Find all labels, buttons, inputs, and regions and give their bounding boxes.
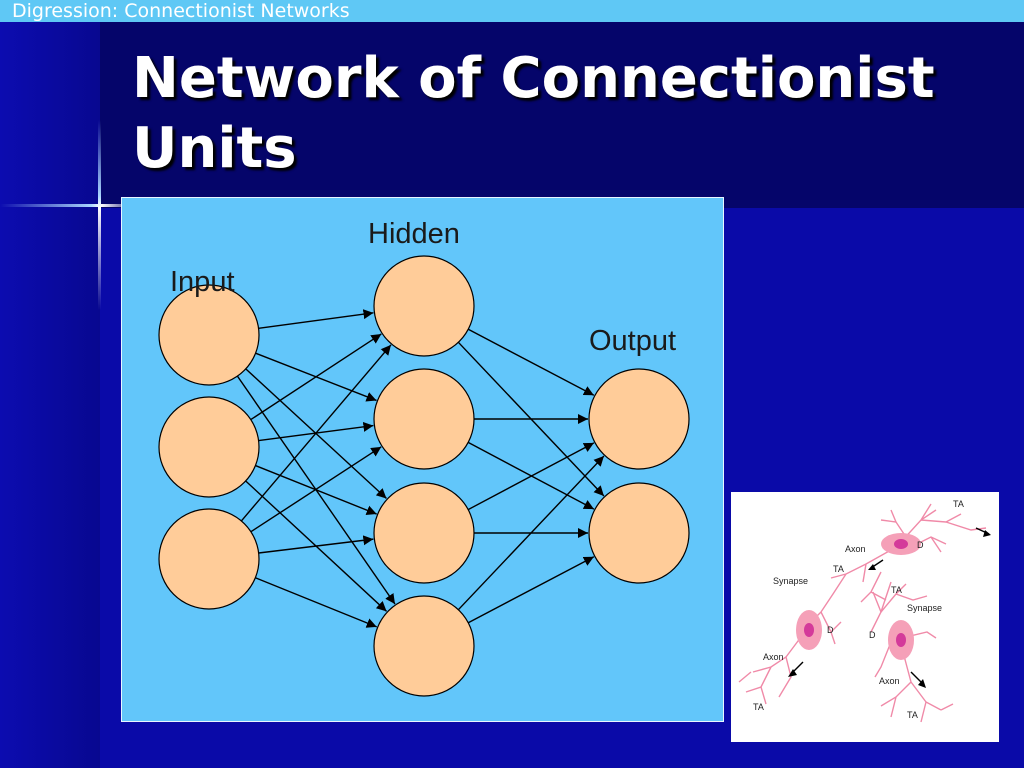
neuron-label-axon-right: Axon	[879, 676, 900, 686]
slide-title: Network of Connectionist Units	[132, 44, 992, 184]
hidden-layer-label: Hidden	[368, 218, 460, 250]
neuron-svg: TA D Axon TA Synapse TA Synapse D D Axon…	[738, 499, 991, 723]
edge-hidden-3-to-output-1	[467, 442, 595, 511]
edge-input-1-to-hidden-1	[258, 309, 374, 330]
neuron-label-ta-right: TA	[891, 585, 902, 595]
edge-input-3-to-hidden-1	[240, 344, 392, 522]
neuron-dendrites	[738, 503, 987, 723]
input-node-3	[158, 508, 260, 610]
neuron-nucleus-left	[804, 623, 814, 637]
decorative-sparkle-horizontal	[0, 204, 140, 207]
edge-input-3-to-hidden-2	[250, 446, 382, 533]
neuron-label-synapse-left: Synapse	[773, 576, 808, 586]
neuron-label-d-top: D	[917, 540, 924, 550]
edge-hidden-1-to-output-1	[467, 328, 595, 396]
neuron-cell-bodies	[796, 533, 921, 660]
hidden-node-3	[373, 482, 475, 584]
network-nodes	[158, 255, 690, 697]
neuron-label-d-center: D	[869, 630, 876, 640]
slide-title-line-1: Network of Connectionist	[132, 46, 935, 111]
neuron-label-axon-left: Axon	[763, 652, 784, 662]
edge-input-3-to-hidden-4	[255, 577, 377, 628]
edge-hidden-4-to-output-2	[467, 556, 595, 624]
decorative-sparkle-vertical	[98, 120, 101, 310]
neuron-label-ta-upper: TA	[833, 564, 844, 574]
neuron-label-ta-top: TA	[953, 499, 964, 509]
hidden-node-1	[373, 255, 475, 357]
neuron-labels: TA D Axon TA Synapse TA Synapse D D Axon…	[753, 499, 964, 720]
neuron-label-ta-bottom-left: TA	[753, 702, 764, 712]
output-node-2	[588, 482, 690, 584]
neuron-label-d-left: D	[827, 625, 834, 635]
hidden-node-4	[373, 595, 475, 697]
left-margin-band	[0, 0, 100, 768]
network-diagram: Input Hidden Output	[121, 197, 724, 722]
network-svg: Input Hidden Output	[158, 218, 690, 697]
slide-header: Digression: Connectionist Networks	[0, 0, 1024, 22]
neuron-label-synapse-right: Synapse	[907, 603, 942, 613]
output-node-1	[588, 368, 690, 470]
neuron-nucleus-top	[894, 539, 908, 549]
hidden-node-2	[373, 368, 475, 470]
edge-input-3-to-hidden-3	[258, 535, 374, 554]
input-layer-label: Input	[170, 266, 235, 298]
network-edges	[236, 309, 605, 628]
slide-title-line-2: Units	[132, 116, 297, 181]
neuron-label-axon-upper: Axon	[845, 544, 866, 554]
input-node-1	[158, 284, 260, 386]
neuron-illustration: TA D Axon TA Synapse TA Synapse D D Axon…	[731, 492, 999, 742]
neuron-label-ta-bottom-right: TA	[907, 710, 918, 720]
title-band	[0, 0, 1024, 208]
edge-input-2-to-hidden-1	[250, 333, 382, 421]
input-node-2	[158, 396, 260, 498]
neuron-signal-arrows	[788, 527, 991, 688]
neuron-nucleus-right	[896, 633, 906, 647]
output-layer-label: Output	[589, 325, 676, 357]
edge-hidden-4-to-output-1	[457, 455, 605, 611]
